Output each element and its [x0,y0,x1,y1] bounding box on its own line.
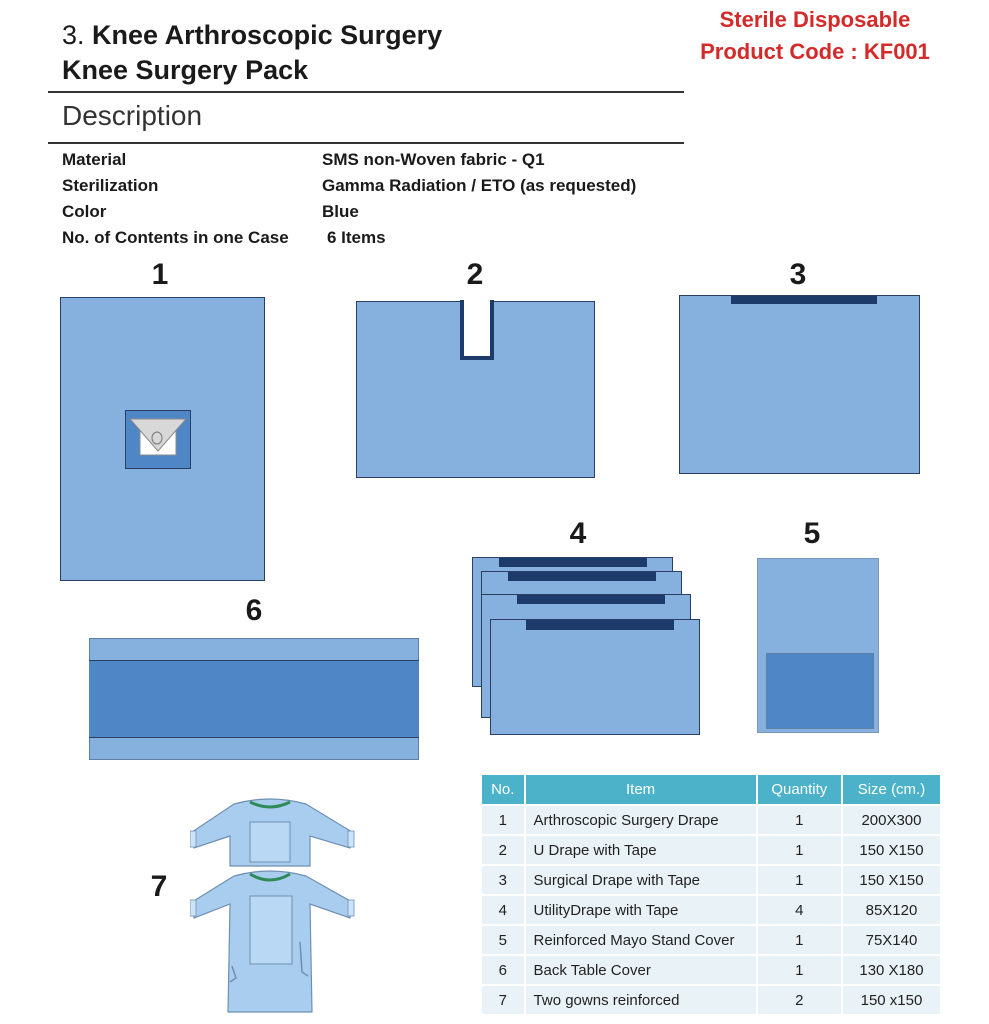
figure-label-5: 5 [803,517,821,550]
u-drape-illustration [356,300,595,478]
figure-label-4: 4 [569,517,587,550]
cell-item: Two gowns reinforced [525,986,756,1014]
table-header-row: No. Item Quantity Size (cm.) [482,775,940,804]
reinforcement-panel [766,653,874,729]
gown-back-icon [190,798,355,867]
mayo-stand-cover-illustration [757,558,879,733]
header-quantity: Quantity [757,775,841,804]
spec-label-contents: No. of Contents in one Case [62,228,289,247]
cell-quantity: 1 [757,806,841,834]
header-no: No. [482,775,524,804]
sterile-label: Sterile Disposable [719,7,911,32]
cell-no: 3 [482,866,524,894]
u-slot-icon [460,300,494,360]
cell-quantity: 4 [757,896,841,924]
reinforcement-band [89,660,419,738]
cell-size: 150 x150 [842,986,940,1014]
cell-size: 150 X150 [842,836,940,864]
product-code: Product Code : KF001 [700,39,930,64]
table-row: 6 Back Table Cover 1 130 X180 [482,956,940,984]
spec-label-material: Material [62,150,127,169]
sterile-badge: Sterile Disposable Product Code : KF001 [660,4,970,68]
cell-no: 5 [482,926,524,954]
cell-size: 150 X150 [842,866,940,894]
cell-item: U Drape with Tape [525,836,756,864]
figure-label-7: 7 [150,870,168,903]
cell-size: 85X120 [842,896,940,924]
surgical-drape-illustration [679,295,920,474]
figure-label-6: 6 [245,594,263,627]
fenestration-panel [125,410,191,469]
figure-label-1: 1 [151,258,169,291]
header-item: Item [525,775,756,804]
cell-item: Surgical Drape with Tape [525,866,756,894]
spec-value-contents: 6 Items [327,228,386,247]
cell-item: UtilityDrape with Tape [525,896,756,924]
adhesive-tape [731,296,877,304]
section-number: 3. [62,20,85,50]
title-line-2: Knee Surgery Pack [62,55,309,85]
description-heading: Description [62,100,203,131]
page-title: 3. Knee Arthroscopic Surgery Knee Surger… [62,18,442,88]
cell-item: Back Table Cover [525,956,756,984]
adhesive-tape [526,620,674,630]
cell-no: 7 [482,986,524,1014]
spec-value-material: SMS non-Woven fabric - Q1 [322,150,545,169]
adhesive-tape [499,558,647,567]
cell-quantity: 1 [757,956,841,984]
spec-label-color: Color [62,202,107,221]
utility-drape-4 [490,619,700,735]
spec-value-sterilization: Gamma Radiation / ETO (as requested) [322,176,637,195]
back-table-cover-illustration [89,638,419,760]
cell-no: 2 [482,836,524,864]
title-line-1: Knee Arthroscopic Surgery [92,20,443,50]
table-row: 3 Surgical Drape with Tape 1 150 X150 [482,866,940,894]
divider-top [48,91,684,93]
fenestration-icon [128,418,188,456]
table-row: 4 UtilityDrape with Tape 4 85X120 [482,896,940,924]
cell-item: Reinforced Mayo Stand Cover [525,926,756,954]
table-row: 1 Arthroscopic Surgery Drape 1 200X300 [482,806,940,834]
cell-quantity: 1 [757,836,841,864]
cell-no: 6 [482,956,524,984]
table-row: 2 U Drape with Tape 1 150 X150 [482,836,940,864]
table-row: 5 Reinforced Mayo Stand Cover 1 75X140 [482,926,940,954]
figure-label-3: 3 [789,258,807,291]
gown-front-icon [190,870,355,1013]
arthroscopic-drape-illustration [60,297,265,581]
adhesive-tape [508,572,656,581]
items-table: No. Item Quantity Size (cm.) 1 Arthrosco… [480,773,942,1016]
cell-no: 1 [482,806,524,834]
gowns-illustration [190,798,355,1013]
header-size: Size (cm.) [842,775,940,804]
divider-description [48,142,684,144]
cell-item: Arthroscopic Surgery Drape [525,806,756,834]
cell-no: 4 [482,896,524,924]
spec-value-color: Blue [322,202,359,221]
cell-size: 75X140 [842,926,940,954]
cell-quantity: 1 [757,926,841,954]
spec-label-sterilization: Sterilization [62,176,159,195]
cell-quantity: 2 [757,986,841,1014]
adhesive-tape [517,595,665,604]
cell-size: 200X300 [842,806,940,834]
cell-quantity: 1 [757,866,841,894]
cell-size: 130 X180 [842,956,940,984]
table-row: 7 Two gowns reinforced 2 150 x150 [482,986,940,1014]
figure-label-2: 2 [466,258,484,291]
